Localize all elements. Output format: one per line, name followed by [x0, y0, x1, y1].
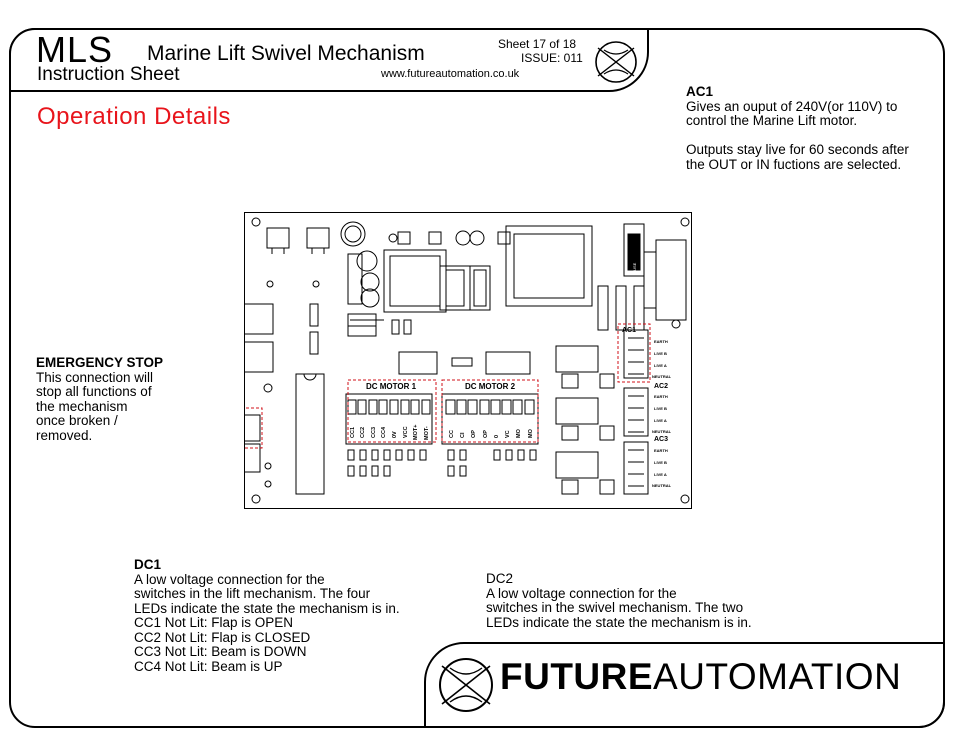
dc2-line: A low voltage connection for the	[486, 585, 677, 601]
terminal-label: EARTH	[654, 448, 668, 453]
ac3-board-label: AC3	[654, 436, 668, 443]
emergency-stop-line: stop all functions of	[36, 384, 152, 399]
ac1-line: control the Marine Lift motor.	[686, 113, 858, 128]
dc1-pin-label: CC4	[381, 426, 387, 438]
dc2-terminal-block	[445, 399, 535, 415]
terminal-label: LIVE B	[654, 406, 667, 411]
doc-type: Instruction Sheet	[37, 64, 180, 85]
dc1-line: switches in the lift mechanism. The four	[134, 586, 371, 601]
brand-regular: AUTOMATION	[653, 656, 902, 697]
dc1-heading: DC1	[134, 557, 162, 572]
dc2-pin-label: CI	[460, 432, 466, 438]
dc2-pin-label: VC	[505, 430, 511, 438]
doc-code: MLS	[36, 29, 114, 70]
dc2-line: LEDs indicate the state the mechanism is…	[486, 614, 752, 630]
dc-motor-2-label: DC MOTOR 2	[465, 382, 516, 391]
dc2-pin-label: CC	[449, 430, 455, 438]
brand-logo-icon	[439, 658, 493, 712]
dc1-pin-label: VCC	[403, 426, 409, 438]
terminal-label: EARTH	[654, 339, 668, 344]
emergency-stop-line: This connection will	[36, 369, 154, 385]
ac1-line: Outputs stay live for 60 seconds after	[686, 142, 909, 157]
dc2-heading: DC2	[486, 571, 514, 586]
issue-number: ISSUE: 011	[521, 51, 583, 65]
brand-wordmark: FUTUREAUTOMATION	[500, 656, 901, 698]
dc1-terminal-block	[347, 399, 431, 415]
mounting-hole	[680, 494, 690, 504]
emergency-stop-line: once broken /	[36, 413, 118, 428]
dc2-description: DC2 A low voltage connection for the swi…	[486, 571, 786, 630]
dc1-pin-label: CC1	[350, 427, 356, 438]
dc-motor-2-highlight	[441, 379, 539, 443]
emergency-stop-line: the mechanism	[36, 398, 128, 414]
ac1-highlight	[617, 323, 651, 383]
ac1-board-label: AC1	[622, 327, 636, 334]
logo-icon	[595, 41, 637, 83]
ac1-line	[686, 129, 936, 144]
ac1-heading: AC1	[686, 84, 714, 99]
dc1-line: A low voltage connection for the	[134, 571, 325, 587]
sheet-number: Sheet 17 of 18	[498, 37, 577, 51]
dc2-pin-label: MO	[528, 428, 534, 438]
footer-block	[424, 642, 945, 728]
terminal-label: LIVE A	[654, 363, 667, 368]
emergency-stop-line: removed.	[36, 427, 93, 443]
dc1-line: CC3 Not Lit: Beam is DOWN	[134, 644, 307, 659]
dc1-pin-label: CC3	[371, 427, 377, 438]
terminal-label: LIVE B	[654, 351, 667, 356]
mounting-hole	[251, 217, 261, 227]
brand-bold: FUTURE	[500, 656, 654, 697]
dc2-pin-label: 0	[494, 435, 500, 438]
ac1-line: the OUT or IN fuctions are selected.	[686, 156, 902, 172]
dc1-line: CC2 Not Lit: Flap is CLOSED	[134, 629, 311, 645]
terminal-label: LIVE B	[654, 460, 667, 465]
dc2-pin-label: OP	[483, 430, 489, 438]
dc1-pin-label: CC2	[360, 427, 366, 438]
emergency-stop-highlight	[244, 407, 263, 449]
section-title: Operation Details	[37, 103, 231, 130]
dc1-description: DC1 A low voltage connection for the swi…	[134, 557, 434, 674]
dc-motor-1-label: DC MOTOR 1	[366, 382, 417, 391]
terminal-label: NEUTRAL	[652, 483, 672, 488]
fuse-label: FUSE	[632, 262, 637, 273]
terminal-label: NEUTRAL	[652, 374, 672, 379]
terminal-label: NEUTRAL	[652, 429, 672, 434]
dc1-pin-label: MOT+	[413, 425, 419, 440]
doc-subtitle: Marine Lift Swivel Mechanism	[147, 42, 425, 65]
mounting-hole	[680, 217, 690, 227]
terminal-label: EARTH	[654, 394, 668, 399]
dc1-pin-label: 0V	[392, 431, 398, 438]
ac2-board-label: AC2	[654, 383, 668, 390]
pcb-diagram: FUSE	[244, 212, 692, 509]
dc1-line: CC1 Not Lit: Flap is OPEN	[134, 615, 294, 630]
terminal-label: LIVE A	[654, 472, 667, 477]
emergency-stop-heading: EMERGENCY STOP	[36, 355, 164, 370]
website-link[interactable]: www.futureautomation.co.uk	[381, 68, 520, 80]
ac1-line: Gives an ouput of 240V(or 110V) to	[686, 98, 898, 114]
dc2-pin-label: OP	[471, 430, 477, 438]
dc2-line: switches in the swivel mechanism. The tw…	[486, 600, 744, 615]
dc1-pin-label: MOT-	[424, 426, 430, 440]
mounting-hole	[251, 494, 261, 504]
terminal-label: LIVE A	[654, 418, 667, 423]
dc2-pin-label: MO	[516, 428, 522, 438]
title-block	[9, 28, 649, 92]
ac1-description: AC1 Gives an ouput of 240V(or 110V) to c…	[686, 84, 936, 172]
emergency-stop-description: EMERGENCY STOP This connection will stop…	[36, 355, 206, 443]
dc1-line: LEDs indicate the state the mechanism is…	[134, 600, 400, 616]
dc1-line: CC4 Not Lit: Beam is UP	[134, 658, 283, 674]
